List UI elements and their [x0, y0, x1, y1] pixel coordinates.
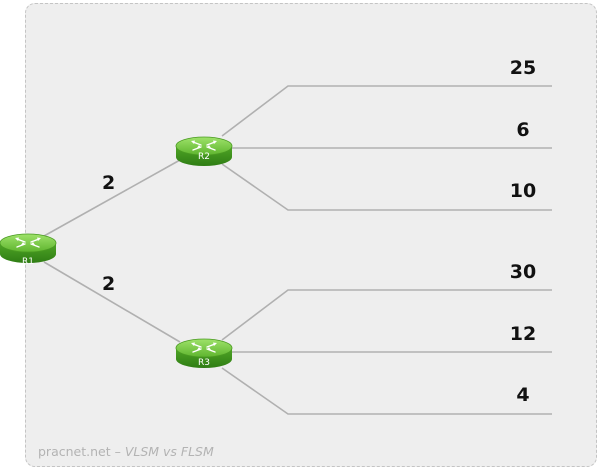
caption-separator: – — [110, 444, 125, 459]
link-r1-r2 — [43, 159, 181, 237]
router-r3[interactable]: R3 — [175, 338, 233, 369]
lan-hosts-r3-2: 12 — [510, 323, 536, 345]
link-r1-r3 — [43, 261, 181, 343]
lan-line-r2-3 — [221, 163, 552, 211]
lan-line-r3-3 — [221, 367, 552, 415]
lan-line-r2-1 — [221, 85, 552, 137]
caption-title: VLSM vs FLSM — [124, 444, 214, 459]
diagram-frame — [25, 3, 597, 467]
router-r2[interactable]: R2 — [175, 136, 233, 167]
watermark-caption: pracnet.net – VLSM vs FLSM — [38, 444, 214, 459]
lan-line-r3-1 — [221, 289, 552, 341]
lan-hosts-r3-1: 30 — [510, 261, 536, 283]
caption-site: pracnet.net — [38, 444, 111, 459]
link-label-r1-r2: 2 — [102, 172, 115, 194]
lan-hosts-r2-3: 10 — [510, 180, 536, 202]
router-label-r1: R1 — [22, 257, 34, 267]
link-label-r1-r3: 2 — [102, 273, 115, 295]
router-label-r3: R3 — [198, 358, 210, 368]
router-label-r2: R2 — [198, 152, 210, 162]
lan-hosts-r2-1: 25 — [510, 57, 536, 79]
lan-hosts-r3-3: 4 — [516, 384, 529, 406]
lan-hosts-r2-2: 6 — [516, 119, 529, 141]
router-r1[interactable]: R1 — [0, 233, 57, 267]
